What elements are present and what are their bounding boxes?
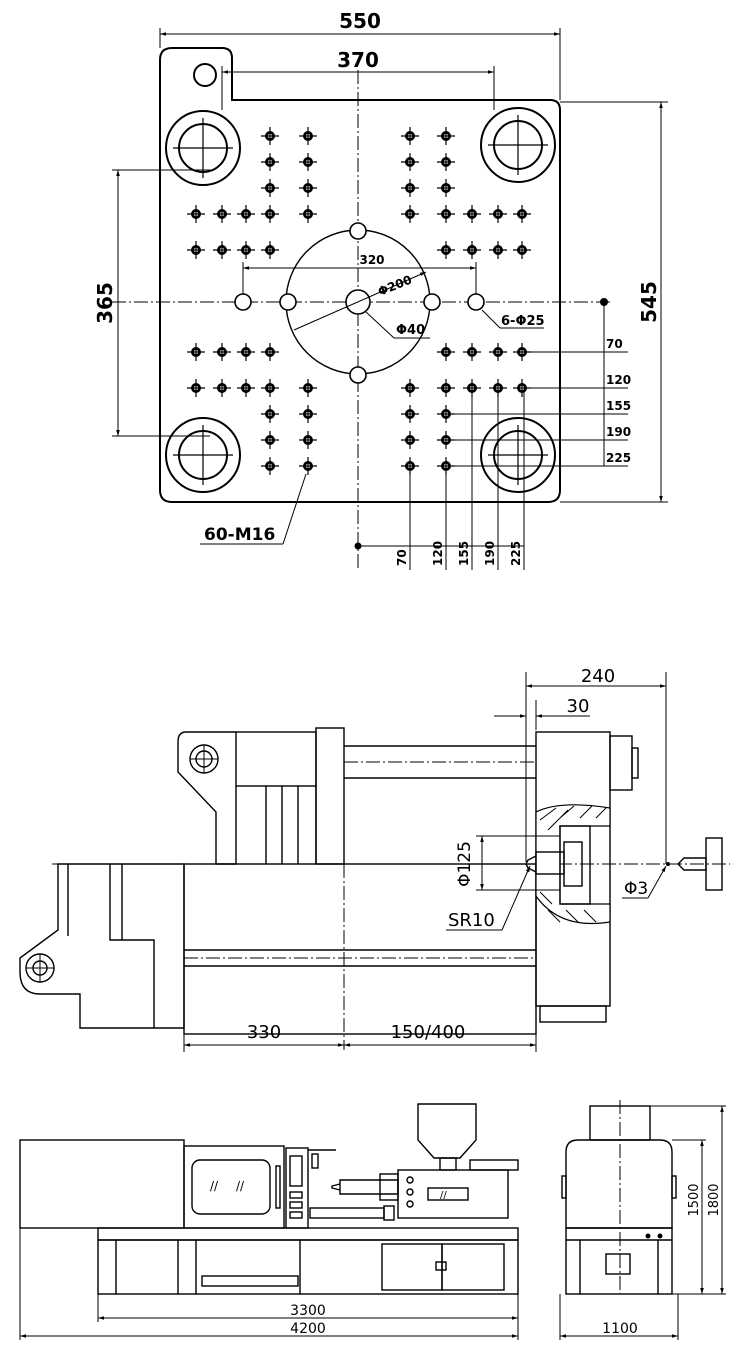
leader-phi40 bbox=[365, 311, 395, 339]
tie-bar-hole bbox=[480, 107, 556, 183]
tie-bar-hole bbox=[165, 417, 241, 493]
nozzle-tip bbox=[677, 857, 707, 871]
grid-right-label: 70 bbox=[606, 337, 623, 351]
rear-platen bbox=[19, 863, 185, 1029]
svg-text://: // bbox=[210, 1179, 219, 1193]
ejector-hole bbox=[349, 222, 367, 240]
control-panel bbox=[285, 1147, 309, 1229]
ejector-hole bbox=[349, 366, 367, 384]
moving-platen bbox=[315, 727, 345, 865]
dim-sphere-radius: SR10 bbox=[448, 910, 495, 931]
leader-phi200 bbox=[293, 271, 427, 331]
ejector-hole bbox=[423, 293, 441, 311]
dim-nozzle-reach: 240 bbox=[581, 666, 615, 687]
door-window bbox=[191, 1159, 271, 1215]
dim-height-total: 1800 bbox=[707, 1183, 722, 1216]
machine-elevation-view: // // // bbox=[19, 1103, 519, 1340]
grid-right-label: 190 bbox=[606, 425, 631, 439]
platen-front-view: 550 370 545 365 320 Φ200 Φ40 6-Φ25 bbox=[93, 9, 668, 570]
dim-stroke: 150/400 bbox=[391, 1022, 466, 1043]
dim-ejector-holes: 6-Φ25 bbox=[501, 314, 545, 329]
dim-platen-offset: 30 bbox=[567, 696, 590, 717]
end-body bbox=[565, 1139, 673, 1229]
dim-tapped-holes: 60-M16 bbox=[204, 525, 275, 545]
rear-link-housing bbox=[177, 731, 236, 865]
grid-bottom-label: 190 bbox=[483, 541, 497, 566]
dim-ring-dia: Φ125 bbox=[455, 841, 475, 887]
grid-right-label: 120 bbox=[606, 373, 631, 387]
sprue-bushing bbox=[535, 851, 565, 875]
dim-length-total: 4200 bbox=[290, 1321, 326, 1337]
safety-door bbox=[183, 1145, 285, 1229]
dim-height-outer: 545 bbox=[637, 281, 661, 323]
base-cabinet-door bbox=[441, 1243, 505, 1291]
mold-area-side-view: 240 30 Φ125 SR10 Φ3 330 150/400 bbox=[19, 666, 730, 1052]
dim-mold-min: 330 bbox=[247, 1022, 281, 1043]
leader-sr10 bbox=[501, 865, 531, 931]
dim-tie-bar-center-y: 365 bbox=[93, 282, 117, 324]
grid-right-label: 225 bbox=[606, 451, 631, 465]
toggle-block bbox=[235, 731, 317, 787]
dim-tie-bar-center-x: 370 bbox=[337, 48, 379, 72]
svg-text://: // bbox=[440, 1190, 447, 1201]
hopper bbox=[417, 1103, 477, 1159]
base-cabinet-door bbox=[381, 1243, 443, 1291]
lifting-eye-hole bbox=[193, 63, 217, 87]
tie-bar-hole bbox=[165, 110, 241, 186]
svg-text://: // bbox=[236, 1179, 245, 1193]
platen-outline bbox=[159, 47, 561, 503]
dim-bolt-circle: 320 bbox=[359, 253, 384, 267]
machine-base-top bbox=[97, 1227, 519, 1241]
injection-unit bbox=[397, 1169, 509, 1219]
grid-bottom-label: 155 bbox=[457, 541, 471, 566]
clamp-guard bbox=[19, 1139, 185, 1229]
leader-60m16 bbox=[282, 473, 307, 545]
dim-locating-ring: Φ200 bbox=[376, 273, 414, 299]
machine-base bbox=[97, 1239, 519, 1295]
machine-end-view: 1500 1800 1100 bbox=[559, 1100, 726, 1340]
barrel bbox=[339, 1179, 399, 1195]
dim-center-hole: Φ40 bbox=[396, 323, 425, 338]
ejector-hole bbox=[467, 293, 485, 311]
ejector-hole bbox=[279, 293, 297, 311]
tie-bar-hole bbox=[480, 417, 556, 493]
ejector-hole bbox=[234, 293, 252, 311]
grid-right-label: 155 bbox=[606, 399, 631, 413]
dim-width-outer: 550 bbox=[339, 9, 381, 33]
dim-length-base: 3300 bbox=[290, 1303, 326, 1319]
dim-height-body: 1500 bbox=[687, 1183, 702, 1216]
dim-width: 1100 bbox=[602, 1321, 638, 1337]
dim-nozzle-orifice: Φ3 bbox=[624, 879, 648, 899]
grid-bottom-label: 225 bbox=[509, 541, 523, 566]
grid-bottom-label: 120 bbox=[431, 541, 445, 566]
grid-bottom-label: 70 bbox=[395, 549, 409, 566]
leader-phi3 bbox=[647, 865, 667, 899]
end-base bbox=[565, 1227, 673, 1295]
leader-6phi25 bbox=[481, 309, 501, 329]
